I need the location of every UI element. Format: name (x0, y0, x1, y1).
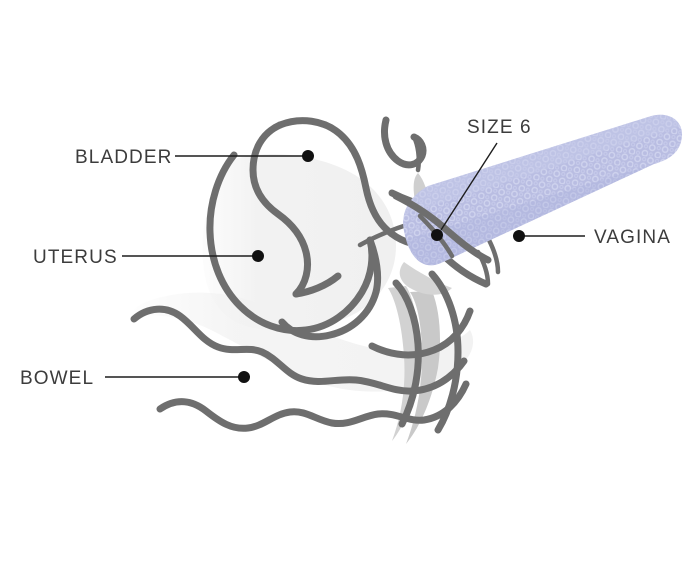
bowel-body-fill (132, 292, 474, 392)
leader-vagina (513, 230, 585, 242)
uterus-outline (206, 151, 376, 335)
leader-lines (105, 142, 585, 383)
rectum-posterior-wall (428, 270, 462, 434)
label-vagina: VAGINA (594, 227, 671, 248)
label-uterus: UTERUS (33, 247, 118, 268)
leader-uterus (122, 250, 264, 262)
label-size-6: SIZE 6 (467, 117, 532, 138)
leader-size-6 (431, 142, 498, 241)
uterus-fundus-outline (278, 236, 382, 341)
dilator-body (403, 114, 683, 266)
leader-bowel (105, 371, 250, 383)
label-bowel: BOWEL (20, 368, 94, 389)
upper-hook-group (381, 116, 427, 173)
bladder-outline-group (249, 117, 434, 298)
vaginal-wall-over-dilator (392, 192, 492, 264)
bladder-outline-lower (249, 121, 312, 298)
bowel-lower-wall (156, 380, 470, 432)
label-bladder: BLADDER (75, 147, 172, 168)
fallopian-tip (411, 134, 422, 173)
bladder-outline (276, 117, 434, 249)
labels: BLADDER UTERUS BOWEL SIZE 6 VAGINA (20, 117, 671, 389)
introitus-mark (486, 237, 501, 275)
uterus-outline-group (206, 151, 382, 341)
bladder-neck (292, 272, 342, 298)
rectum-anterior-wall (392, 279, 422, 428)
bowel-mid-wall (368, 307, 474, 359)
leader-bladder (175, 150, 314, 162)
fallopian-hook (381, 116, 427, 169)
rectum-body-fill (406, 291, 440, 444)
